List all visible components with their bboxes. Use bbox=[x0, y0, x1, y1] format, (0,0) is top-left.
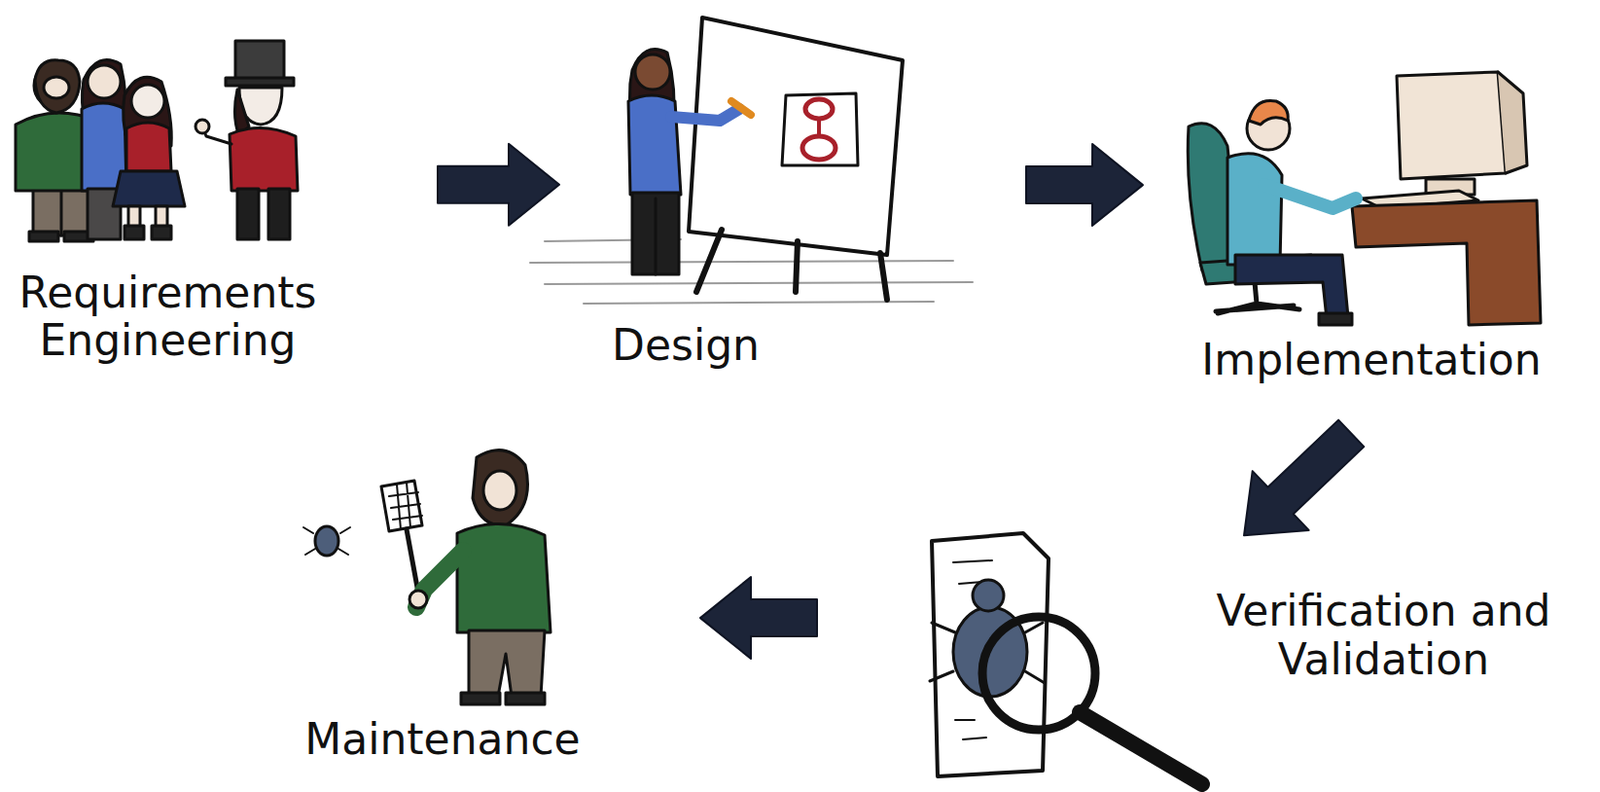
block-arrow-shape bbox=[1026, 143, 1143, 226]
stage-label-box: Implementation bbox=[1162, 322, 1581, 396]
block-arrow-shape bbox=[1244, 420, 1364, 536]
stage-node: Maintenance bbox=[272, 418, 613, 792]
block-arrow-shape bbox=[700, 576, 818, 659]
stage-label-box: Requirements Engineering bbox=[4, 257, 331, 375]
block-arrow bbox=[1244, 420, 1364, 536]
stage-label-box: Design bbox=[573, 311, 798, 380]
stage-label-box: Verification and Validation bbox=[1181, 568, 1586, 701]
block-arrow bbox=[700, 576, 818, 659]
stage-label-box: Maintenance bbox=[272, 702, 613, 776]
verification-scene bbox=[929, 533, 1203, 784]
stage-node: Design bbox=[573, 4, 944, 380]
stage-label: Design bbox=[611, 320, 760, 369]
stage-node: Requirements Engineering bbox=[4, 29, 331, 380]
stage-label: Verification and Validation bbox=[1181, 586, 1586, 683]
design-scene bbox=[530, 17, 973, 304]
stage-label: Implementation bbox=[1201, 335, 1541, 384]
stage-node: Implementation bbox=[1162, 58, 1581, 424]
stage-label: Requirements Engineering bbox=[4, 268, 331, 365]
maintenance-scene bbox=[303, 450, 551, 705]
stage-node: Verification and Validation bbox=[914, 525, 1586, 788]
implementation-scene bbox=[1187, 71, 1541, 325]
stage-label: Maintenance bbox=[304, 714, 580, 763]
block-arrow bbox=[437, 143, 560, 226]
block-arrow-shape bbox=[437, 143, 560, 226]
block-arrow bbox=[1026, 143, 1143, 226]
requirements-people bbox=[15, 40, 298, 242]
